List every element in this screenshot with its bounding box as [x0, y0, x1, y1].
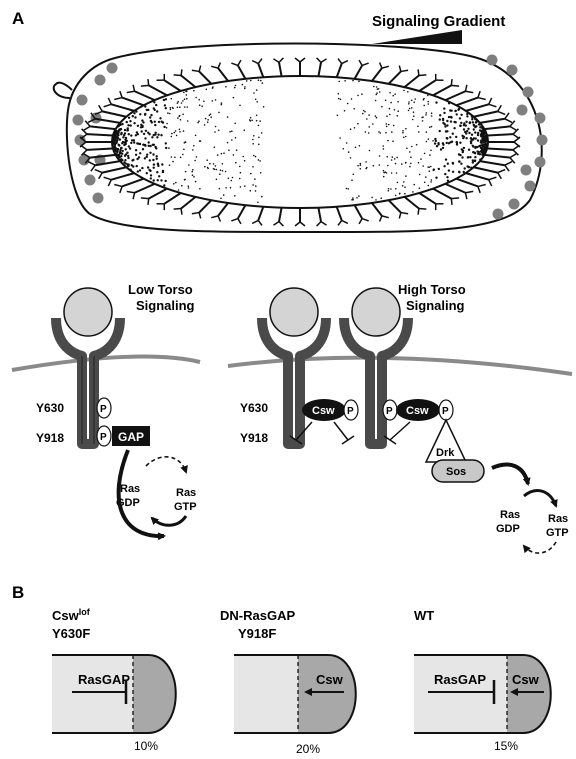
- gap-label: GAP: [118, 430, 144, 444]
- ligand: [270, 288, 318, 336]
- embryo-2-percent: 20%: [296, 742, 320, 756]
- low-ras-gdp-1: Ras: [120, 483, 140, 495]
- high-ras-gdp-2: GDP: [496, 523, 520, 535]
- ligand: [64, 288, 112, 336]
- anterior-region: [52, 655, 133, 733]
- csw-1-label: Csw: [312, 405, 335, 417]
- membrane-right: [228, 358, 572, 374]
- embryo-csw-lof: Cswlof Y630F RasGAP 10%: [52, 607, 176, 753]
- panel-b-label: B: [12, 583, 24, 602]
- high-title-line1: High Torso: [398, 282, 466, 297]
- torso-receptor-high-1: [262, 288, 326, 444]
- embryo-3-title: WT: [414, 608, 434, 623]
- receptor-dimer: [344, 318, 408, 444]
- high-title-line2: Signaling: [406, 298, 465, 313]
- ligand: [352, 288, 400, 336]
- low-title-line1: Low Torso: [128, 282, 193, 297]
- low-y630-label: Y630: [36, 401, 64, 415]
- phospho-y918-label: P: [100, 432, 107, 443]
- posterior-region: [298, 655, 356, 733]
- sos-label: Sos: [446, 466, 466, 478]
- phospho-high-1-label: P: [347, 406, 354, 417]
- phospho-high-3-label: P: [442, 406, 449, 417]
- embryo-diagram: [54, 44, 548, 233]
- embryo-2-genotype: Y918F: [238, 626, 276, 641]
- low-y918-label: Y918: [36, 431, 64, 445]
- high-y630-label: Y630: [240, 401, 268, 415]
- high-inactivation-arrow: [524, 542, 556, 553]
- high-ras-gtp-1: Ras: [548, 513, 568, 525]
- signaling-gradient-label: Signaling Gradient: [372, 13, 505, 30]
- csw-2-label: Csw: [406, 405, 429, 417]
- phospho-high-2-label: P: [386, 406, 393, 417]
- low-ras-gtp-2: GTP: [174, 501, 197, 513]
- embryo-2-title: DN-RasGAP: [220, 608, 295, 623]
- high-activation-arrow: [524, 491, 556, 506]
- low-activation-arrow: [146, 457, 186, 472]
- rasgap-label: RasGAP: [434, 672, 486, 687]
- sos-action-arrow: [492, 465, 528, 484]
- embryo-1-genotype: Y630F: [52, 626, 90, 641]
- receptor-dimer: [56, 318, 120, 444]
- embryo-3-percent: 15%: [494, 739, 518, 753]
- embryo-dn-rasgap: DN-RasGAP Y918F Csw 20%: [220, 608, 356, 756]
- anterior-region: [234, 655, 298, 733]
- high-y918-label: Y918: [240, 431, 268, 445]
- high-ras-gtp-2: GTP: [546, 527, 569, 539]
- low-inactivation-arrow: [152, 516, 186, 525]
- embryo-1-title: Cswlof: [52, 607, 91, 623]
- phospho-y630-label: P: [100, 404, 107, 415]
- embryo-1-percent: 10%: [134, 739, 158, 753]
- low-title-line2: Signaling: [136, 298, 195, 313]
- panel-a-label: A: [12, 9, 24, 28]
- membrane-left: [12, 357, 200, 370]
- rasgap-label: RasGAP: [78, 672, 130, 687]
- low-ras-gtp-1: Ras: [176, 487, 196, 499]
- high-ras-gdp-1: Ras: [500, 509, 520, 521]
- drk-label: Drk: [436, 447, 455, 459]
- csw-label: Csw: [512, 672, 540, 687]
- micropyle: [54, 83, 72, 98]
- embryo-wt: WT RasGAP Csw 15%: [414, 608, 551, 753]
- torso-receptor-low: [56, 288, 120, 444]
- gradient-wedge: [372, 30, 462, 44]
- torso-receptor-high-2: [344, 288, 408, 444]
- csw-label: Csw: [316, 672, 344, 687]
- csw-inhibition-marks: [290, 422, 410, 444]
- receptor-dimer: [262, 318, 326, 444]
